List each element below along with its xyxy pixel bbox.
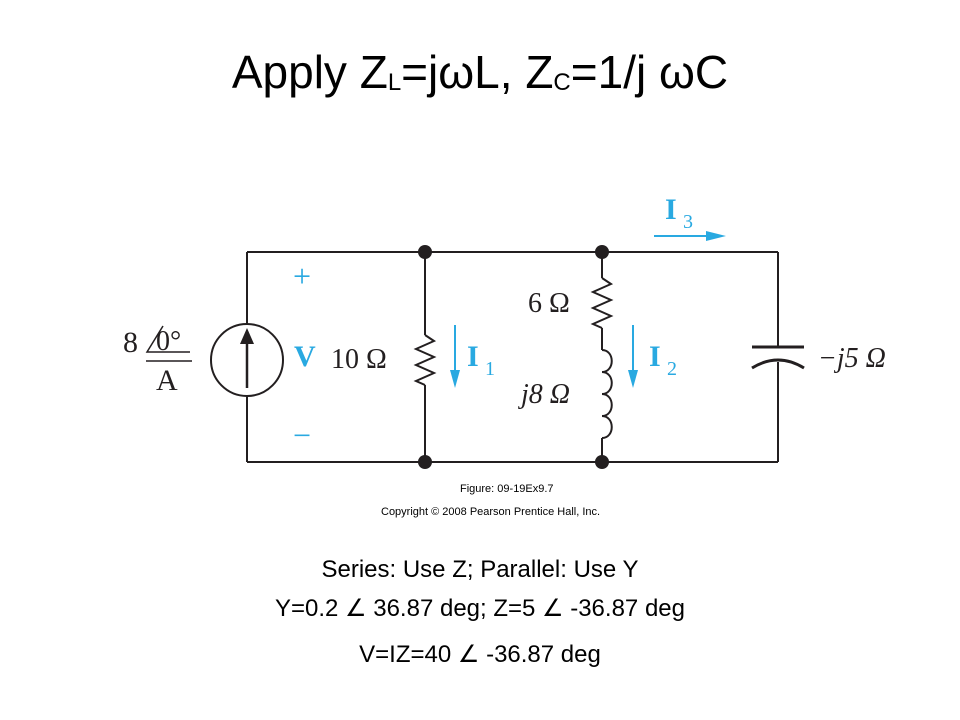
inductor-symbol <box>601 349 613 439</box>
source-value: 8 <box>123 326 138 359</box>
source-angle: 0° <box>156 326 181 357</box>
i2-label: I <box>649 340 661 373</box>
i3-subscript: 3 <box>683 211 693 233</box>
note-line-2: Y=0.2 ∠ 36.87 deg; Z=5 ∠ -36.87 deg <box>275 595 685 622</box>
slide-title: Apply ZL=jωL, ZC=1/j ωC <box>0 42 960 113</box>
title-mid: =jωL, Z <box>401 46 554 98</box>
title-sub-c: C <box>553 69 571 96</box>
i1-label: I <box>467 340 479 373</box>
node-bottom-r1 <box>418 455 432 469</box>
i3-arrow-head <box>706 231 726 241</box>
i3-label: I <box>665 193 677 226</box>
node-top-r2 <box>595 245 609 259</box>
source-arrow-head <box>240 328 254 344</box>
note-line-3: V=IZ=40 ∠ -36.87 deg <box>359 641 601 668</box>
c-label: −j5 Ω <box>818 343 886 374</box>
l-label: j8 Ω <box>518 379 570 410</box>
node-bottom-r2 <box>595 455 609 469</box>
minus-sign: − <box>293 417 311 453</box>
i2-subscript: 2 <box>667 358 677 380</box>
plus-sign: + <box>293 258 311 294</box>
angle-symbol <box>145 325 190 353</box>
i1-subscript: 1 <box>485 358 495 380</box>
capacitor-plate-bottom <box>751 358 805 370</box>
resistor-10-symbol <box>413 334 437 386</box>
i1-arrow-head <box>450 370 460 388</box>
title-prefix: Apply Z <box>231 46 388 98</box>
voltage-label: V <box>294 340 316 373</box>
r1-label: 10 Ω <box>331 344 387 375</box>
note-line-1: Series: Use Z; Parallel: Use Y <box>321 556 639 583</box>
r2-label: 6 Ω <box>528 288 570 319</box>
copyright-notice: Copyright © 2008 Pearson Prentice Hall, … <box>381 506 600 518</box>
title-suffix: =1/j ωC <box>570 46 729 98</box>
resistor-6-symbol <box>590 277 614 329</box>
i2-arrow-head <box>628 370 638 388</box>
node-top-r1 <box>418 245 432 259</box>
title-sub-l: L <box>387 69 402 96</box>
source-unit: A <box>156 364 178 397</box>
figure-caption: Figure: 09-19Ex9.7 <box>460 483 554 495</box>
